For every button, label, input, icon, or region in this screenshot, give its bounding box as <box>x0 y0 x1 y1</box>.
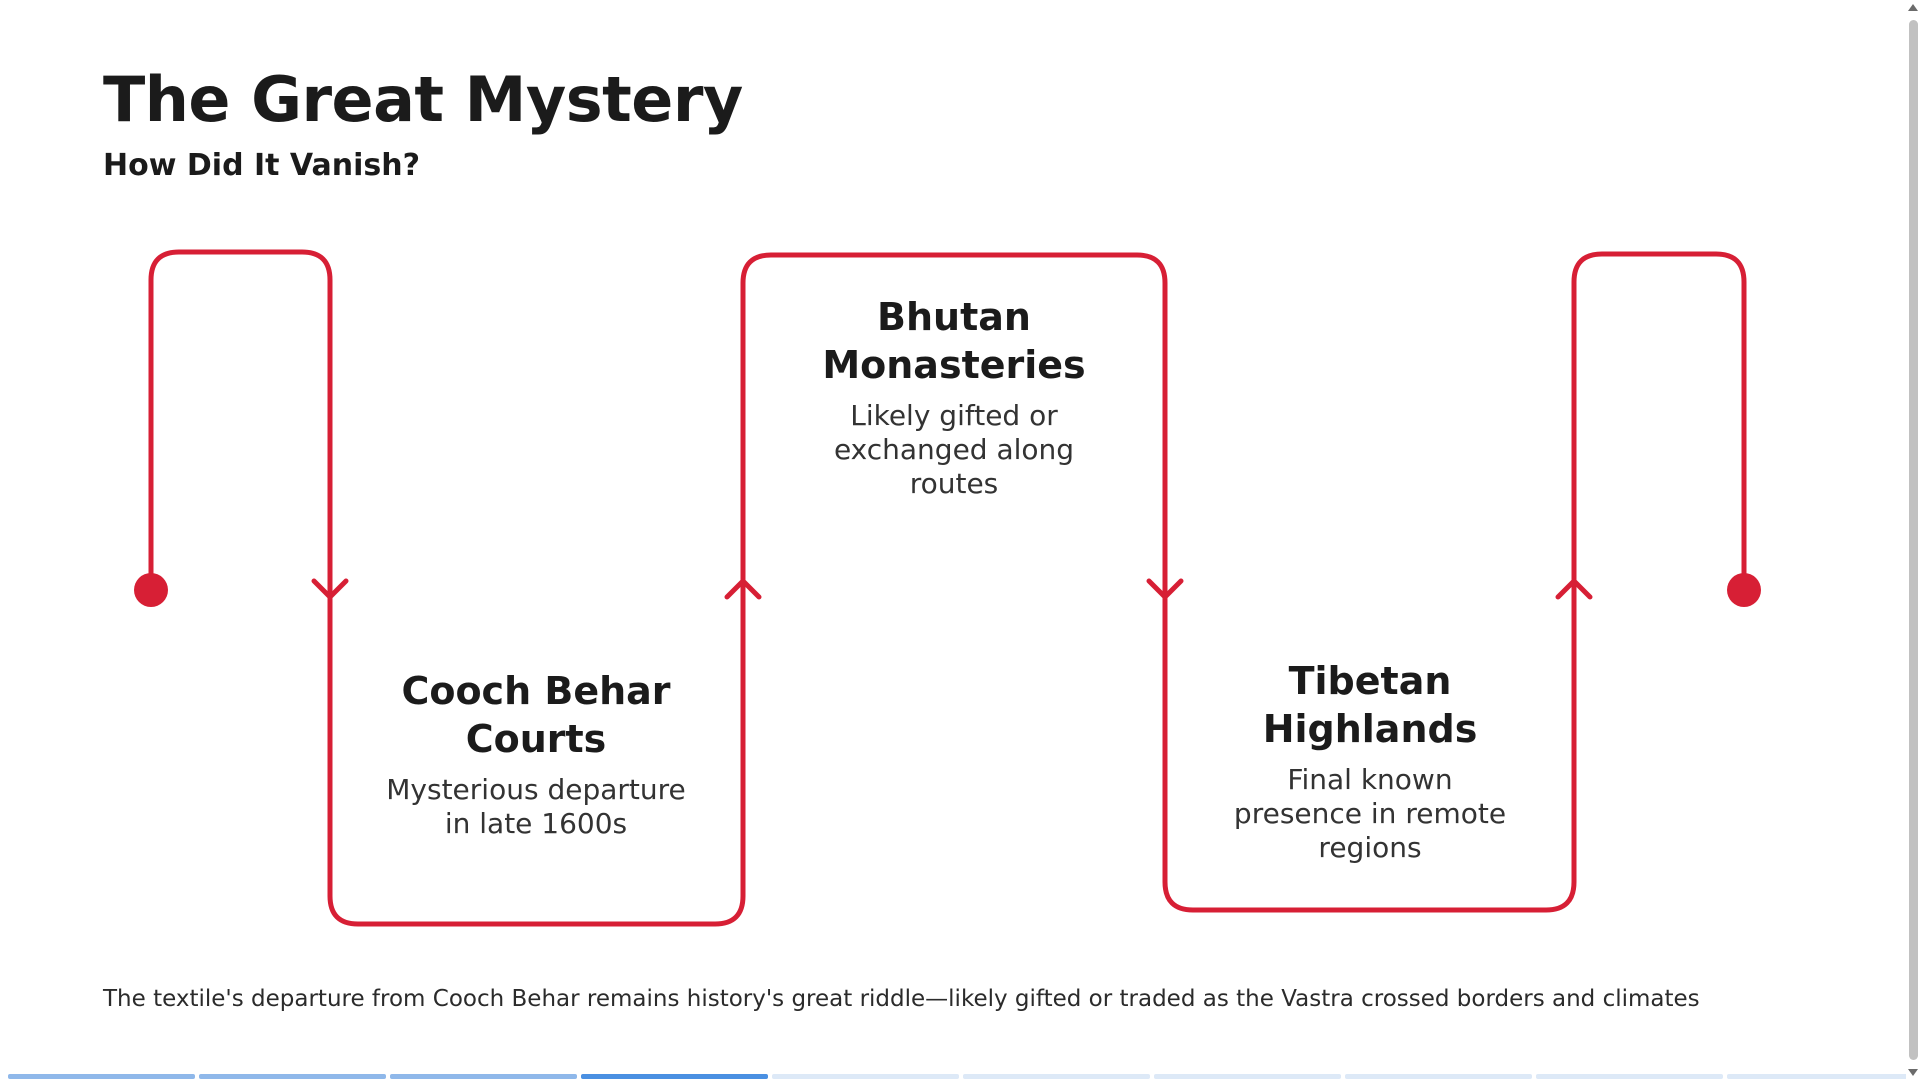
progress-segment[interactable] <box>1727 1074 1914 1079</box>
stage-title: Bhutan Monasteries <box>822 295 1086 387</box>
up-arrow-icon <box>1555 578 1593 600</box>
scroll-up-icon[interactable] <box>1908 4 1918 11</box>
progress-segment[interactable] <box>8 1074 195 1079</box>
up-arrow-icon <box>724 578 762 600</box>
stage-description: Final known presence in remote regions <box>1233 763 1507 864</box>
path-start-dot <box>134 573 168 607</box>
progress-segment[interactable] <box>390 1074 577 1079</box>
stage-title: Tibetan Highlands <box>1262 659 1478 751</box>
progress-segment[interactable] <box>1345 1074 1532 1079</box>
stage-description: Likely gifted or exchanged along routes <box>833 399 1075 500</box>
caption-text: The textile's departure from Cooch Behar… <box>103 986 1700 1012</box>
journey-path <box>148 249 1747 927</box>
stage-cooch-behar: Cooch Behar Courts Mysterious departure … <box>386 667 686 841</box>
slide-progress-bar <box>8 1074 1914 1079</box>
progress-segment[interactable] <box>581 1074 768 1079</box>
scrollbar-thumb[interactable] <box>1909 20 1918 1060</box>
down-arrow-icon <box>1146 578 1184 600</box>
scroll-down-icon[interactable] <box>1908 1069 1918 1076</box>
progress-segment[interactable] <box>199 1074 386 1079</box>
progress-segment[interactable] <box>772 1074 959 1079</box>
progress-segment[interactable] <box>1536 1074 1723 1079</box>
down-arrow-icon <box>311 578 349 600</box>
vertical-scrollbar[interactable] <box>1906 0 1920 1080</box>
path-end-dot <box>1727 573 1761 607</box>
page-title: The Great Mystery <box>103 63 743 136</box>
stage-bhutan: Bhutan Monasteries Likely gifted or exch… <box>804 293 1104 501</box>
stage-description: Mysterious departure in late 1600s <box>386 773 686 840</box>
stage-title: Cooch Behar Courts <box>401 669 671 761</box>
progress-segment[interactable] <box>963 1074 1150 1079</box>
page-subtitle: How Did It Vanish? <box>103 148 421 183</box>
progress-segment[interactable] <box>1154 1074 1341 1079</box>
stage-tibet: Tibetan Highlands Final known presence i… <box>1220 657 1520 865</box>
